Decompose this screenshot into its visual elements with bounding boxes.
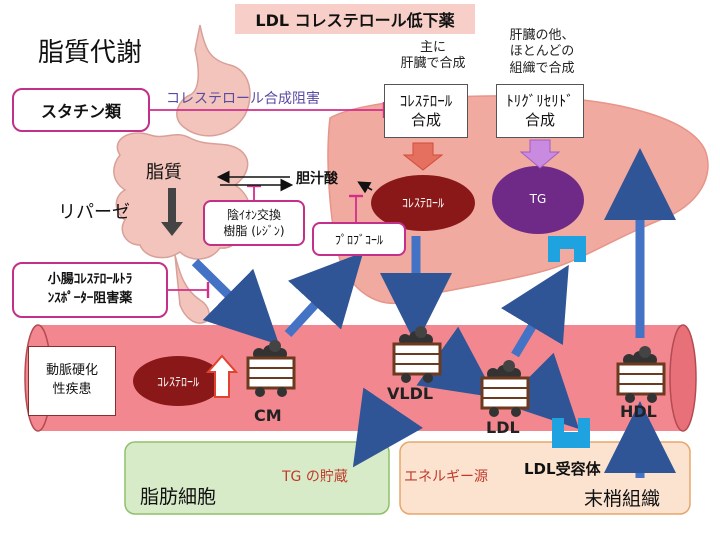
vessel-cholesterol-blob [133,356,223,406]
chol-synth-text: ｺﾚｽﾃﾛｰﾙ 合成 [399,91,453,130]
cm-to-liver-arrow [284,252,364,338]
peripheral-label: 末梢組織 [584,488,661,510]
probucol-text: ﾌﾟﾛﾌﾞｺｰﾙ [334,232,383,247]
lipase-arrow [161,188,183,236]
resin-text: 陰ｲｵﾝ交換 樹脂 (ﾚｼﾞﾝ) [223,207,285,238]
resin-box: 陰ｲｵﾝ交換 樹脂 (ﾚｼﾞﾝ) [203,200,305,246]
energy-label: エネルギー源 [404,469,488,485]
statin-text: スタチン類 [40,102,121,121]
liver-cholesterol-blob [371,175,475,231]
fat-label: 脂質 [146,162,182,183]
cm-cart [246,340,296,397]
statin-inhibit-label: コレステロール合成阻害 [166,91,320,107]
tg-storage-label: TG の貯蔵 [282,469,348,485]
athero-box: 動脈硬化 性疾患 [28,346,116,416]
ldl-receptor-vessel [552,418,590,448]
bile-to-liver-arrow [357,181,373,194]
adipose-label: 脂肪細胞 [140,486,217,508]
tg-synth-text: ﾄﾘｸﾞﾘｾﾘﾄﾞ 合成 [506,91,574,130]
ldl-label: LDL [486,418,520,437]
ldl-cart [480,360,530,417]
transporter-text: 小腸ｺﾚｽﾃﾛｰﾙﾄﾗ ﾝｽﾎﾟｰﾀｰ阻害薬 [47,272,133,306]
receptor-label: LDL受容体 [524,460,601,478]
banner: LDL コレステロール低下薬 [235,4,475,34]
probucol-box: ﾌﾟﾛﾌﾞｺｰﾙ [312,222,406,256]
transporter-box: 小腸ｺﾚｽﾃﾛｰﾙﾄﾗ ﾝｽﾎﾟｰﾀｰ阻害薬 [12,262,168,318]
liver-tg-label: TG [529,192,547,206]
cm-label: CM [254,406,282,425]
bile-label: 胆汁酸 [296,171,338,187]
increase-arrow [205,354,239,398]
tg-synth-box: ﾄﾘｸﾞﾘｾﾘﾄﾞ 合成 [496,84,584,138]
flow-arrows [191,148,676,478]
gut-to-cm-arrow [191,258,280,345]
adipose-box [124,441,390,515]
vldl-to-ldl-arrow [416,326,497,398]
liver-chol-label: ｺﾚｽﾃﾛｰﾙ [401,196,444,210]
hdl-cart [616,346,666,403]
liver-note-1: 主に 肝臓で合成 [400,40,466,72]
blood-vessel-end [669,324,697,432]
statin-box: スタチン類 [12,88,150,132]
tg-synth-arrow [519,139,561,169]
liver-note-2: 肝臓の他、 ほとんどの 組織で合成 [509,28,575,76]
athero-text: 動脈硬化 性疾患 [45,363,98,397]
hdl-label: HDL [620,402,657,421]
vldl-to-adipose-arrow [352,387,424,468]
vldl-cart [392,326,442,383]
banner-text: LDL コレステロール低下薬 [255,11,455,30]
vldl-label: VLDL [387,384,434,403]
ldl-to-receptor-arrow [502,352,580,430]
page-title: 脂質代謝 [38,38,143,68]
ldl-receptor-liver [548,236,586,262]
chol-synth-arrow [402,142,444,171]
vessel-chol-label: ｺﾚｽﾃﾛｰﾙ [156,375,199,389]
chol-synth-box: ｺﾚｽﾃﾛｰﾙ 合成 [384,84,468,138]
ldl-to-liver-arrow [501,264,569,358]
lipase-label: リパーゼ [58,202,130,223]
liver-tg-blob [492,166,584,234]
